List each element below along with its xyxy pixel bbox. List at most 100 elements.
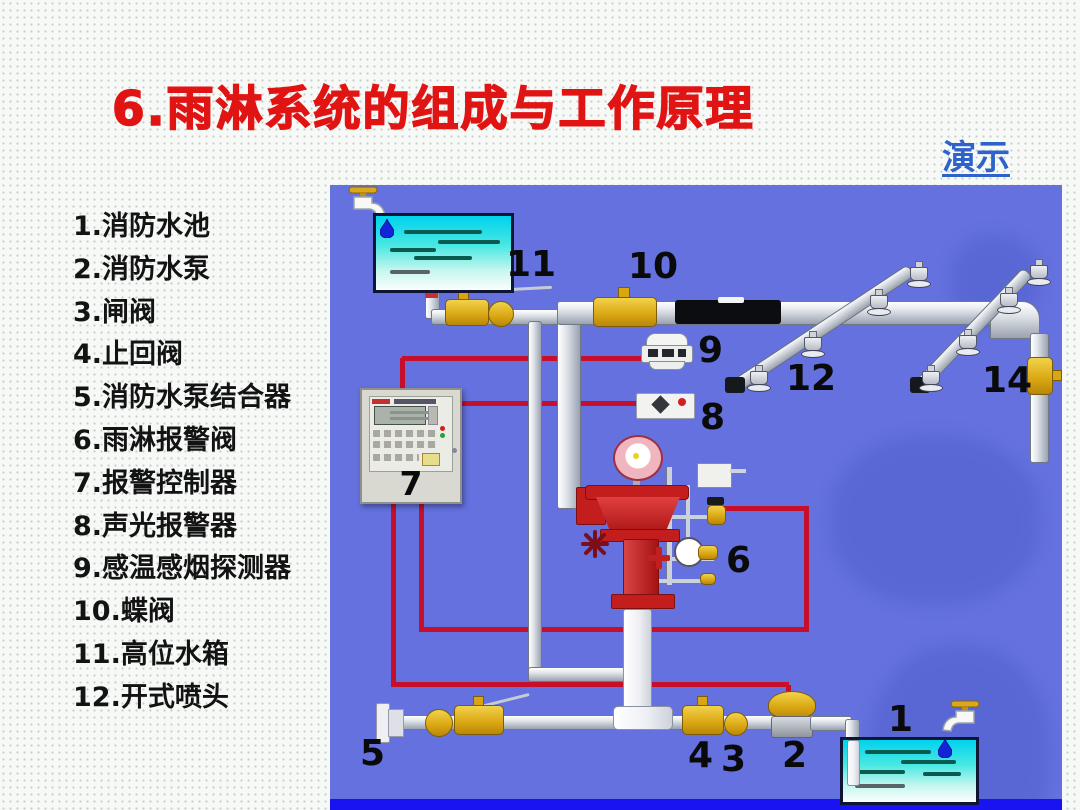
deluge-system-diagram: 7 1 2 3 4 5 6 8 bbox=[330, 185, 1062, 810]
panel-red-label bbox=[372, 399, 390, 404]
display-line bbox=[390, 417, 432, 420]
legend-item: 3.闸阀 bbox=[73, 296, 157, 328]
display-line bbox=[390, 411, 432, 414]
panel-yellow-key bbox=[422, 453, 440, 466]
sprinkler-body bbox=[870, 295, 888, 309]
signal-wire-alarm bbox=[460, 401, 638, 406]
panel-button-row bbox=[373, 430, 437, 437]
signal-wire-detector bbox=[402, 356, 645, 361]
sprinkler-body bbox=[922, 371, 940, 385]
sprinkler-head bbox=[1026, 259, 1051, 287]
solenoid-cap bbox=[707, 497, 724, 505]
smoke-detector-base bbox=[649, 361, 685, 370]
cross-valve-icon bbox=[647, 546, 671, 570]
sprinkler-head bbox=[918, 365, 943, 393]
detector-window bbox=[648, 349, 658, 357]
gauge-stem bbox=[633, 475, 640, 489]
callout-number: 6 bbox=[726, 540, 752, 581]
legend-item: 8.声光报警器 bbox=[73, 510, 238, 542]
legend-item: 7.报警控制器 bbox=[73, 467, 238, 499]
sprinkler-deflector bbox=[1027, 278, 1051, 286]
sprinkler-body bbox=[910, 267, 928, 281]
end-drop-pipe bbox=[1030, 333, 1049, 463]
water-line bbox=[855, 784, 905, 788]
legend-item: 9.感温感烟探测器 bbox=[73, 553, 292, 585]
callout-number: 7 bbox=[399, 464, 423, 503]
water-line bbox=[438, 240, 500, 244]
water-line bbox=[923, 772, 961, 776]
callout-number: 14 bbox=[982, 360, 1033, 401]
pipe-dark-segment bbox=[675, 300, 781, 324]
callout-number: 11 bbox=[506, 244, 557, 285]
water-drop-icon bbox=[937, 737, 953, 762]
alarm-red-light bbox=[678, 398, 686, 406]
sprinkler-body bbox=[1000, 293, 1018, 307]
alarm-control-panel: 7 bbox=[360, 388, 462, 504]
panel-door-knob bbox=[452, 448, 457, 453]
legend-list: 1.消防水池 2.消防水泵 3.闸阀 4.止回阀 5.消防水泵结合器 6.雨淋报… bbox=[73, 206, 291, 720]
callout-number: 10 bbox=[628, 246, 679, 287]
legend-item: 11.高位水箱 bbox=[73, 638, 229, 670]
callout-number: 8 bbox=[700, 397, 726, 438]
water-line bbox=[390, 248, 436, 252]
trim-pipe bbox=[656, 515, 708, 519]
water-line bbox=[390, 270, 430, 274]
fire-pump-dome bbox=[768, 691, 816, 719]
signal-wire-valve-right bbox=[804, 506, 809, 632]
handwheel-icon bbox=[580, 529, 610, 559]
callout-number: 1 bbox=[888, 699, 914, 740]
callout-number: 2 bbox=[782, 735, 808, 776]
sprinkler-head bbox=[906, 261, 931, 289]
water-line bbox=[404, 230, 482, 234]
callout-number: 5 bbox=[360, 733, 386, 774]
sprinkler-head bbox=[746, 365, 771, 393]
sprinkler-deflector bbox=[747, 384, 771, 392]
water-line bbox=[865, 750, 931, 754]
sprinkler-deflector bbox=[919, 384, 943, 392]
pipe-red-band bbox=[425, 293, 438, 298]
panel-display bbox=[374, 406, 432, 425]
panel-button-row bbox=[373, 454, 419, 461]
signal-wire-pump-drop bbox=[786, 685, 791, 695]
sprinkler-deflector bbox=[907, 280, 931, 288]
trim-fitting bbox=[700, 573, 716, 585]
sprinkler-head bbox=[996, 287, 1021, 315]
demo-link[interactable]: 演示 bbox=[942, 138, 1010, 178]
page-title: 6.雨淋系统的组成与工作原理 bbox=[111, 81, 755, 138]
trim-pipe bbox=[630, 579, 710, 583]
valve-bonnet bbox=[596, 497, 680, 531]
callout-number: 9 bbox=[698, 330, 724, 371]
water-line bbox=[901, 760, 956, 764]
panel-indicator-green bbox=[440, 433, 445, 438]
water-drop-icon bbox=[379, 217, 395, 242]
signal-wire-pump-h bbox=[391, 682, 789, 687]
detector-window bbox=[678, 349, 686, 357]
valve-bottom-flange bbox=[611, 594, 675, 609]
pipe-into-pool bbox=[847, 740, 860, 786]
riser-pipe bbox=[557, 307, 581, 509]
callout-number: 3 bbox=[721, 739, 747, 780]
butterfly-valve-10 bbox=[593, 297, 657, 327]
sprinkler-body bbox=[804, 337, 822, 351]
sprinkler-head bbox=[955, 329, 980, 357]
panel-button-row bbox=[373, 441, 437, 448]
legend-item: 6.雨淋报警阀 bbox=[73, 424, 238, 456]
callout-number: 12 bbox=[786, 358, 837, 399]
sprinkler-deflector bbox=[956, 348, 980, 356]
sprinkler-deflector bbox=[801, 350, 825, 358]
gauge-center bbox=[633, 453, 639, 459]
tee-junction bbox=[613, 706, 673, 730]
detector-window bbox=[662, 349, 674, 357]
gate-valve bbox=[454, 705, 504, 735]
gate-valve-4 bbox=[682, 705, 724, 735]
sprinkler-body bbox=[959, 335, 977, 349]
signal-wire-pump-v bbox=[391, 502, 396, 685]
signal-wire-panel-top bbox=[400, 358, 405, 390]
solenoid-valve bbox=[707, 505, 726, 525]
faucet-icon bbox=[342, 185, 392, 229]
pump-connector-neck bbox=[388, 709, 404, 737]
sprinkler-head bbox=[800, 331, 825, 359]
signal-wire-valve-h bbox=[419, 627, 809, 632]
bypass-pipe-horizontal bbox=[528, 667, 630, 682]
